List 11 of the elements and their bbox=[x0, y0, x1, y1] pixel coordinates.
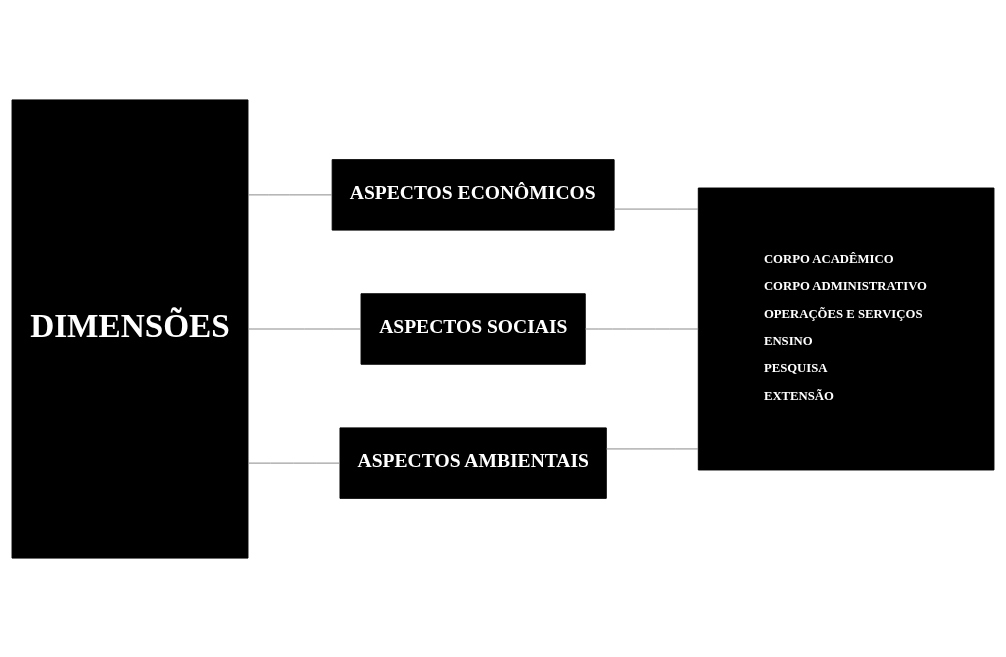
connector bbox=[584, 328, 699, 329]
connector bbox=[247, 193, 333, 195]
node-box: ASPECTOS AMBIENTAIS bbox=[339, 426, 607, 499]
node-box: DIMENSÕES bbox=[11, 98, 249, 559]
node-box: CORPO ACADÊMICO CORPO ADMINISTRATIVO OPERAÇÕES E SERVIÇOS ENSINO PESQUISA EXTENSÃO bbox=[697, 187, 995, 470]
connector bbox=[247, 328, 362, 329]
connector bbox=[613, 208, 699, 210]
node-box: ASPECTOS ECONÔMICOS bbox=[331, 158, 615, 231]
node-box: ASPECTOS SOCIAIS bbox=[360, 292, 586, 365]
connector bbox=[247, 462, 341, 464]
connector bbox=[606, 447, 699, 449]
